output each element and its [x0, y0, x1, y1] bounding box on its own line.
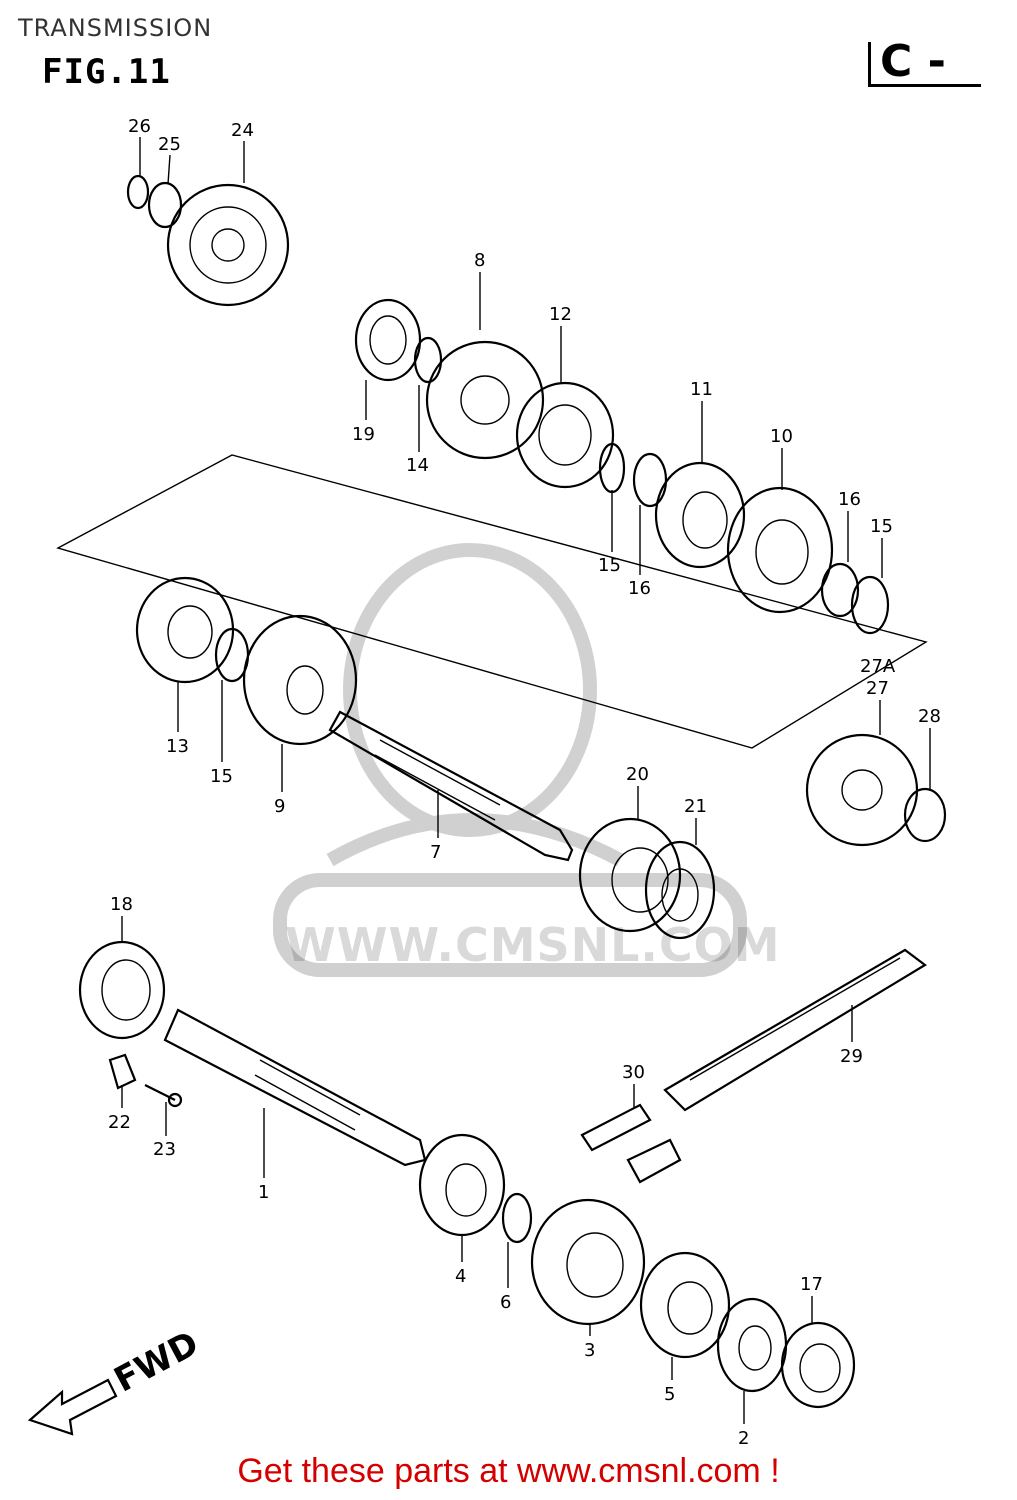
- part-12-gear: [515, 381, 615, 489]
- page-title: TRANSMISSION: [18, 14, 213, 42]
- part-8-gear: [425, 340, 545, 460]
- part-11-gear: [654, 461, 746, 569]
- part-6-circlip: [501, 1192, 533, 1244]
- part-21-seal: [644, 840, 716, 940]
- callout-19: 19: [352, 424, 375, 445]
- callout-15-upper: 15: [870, 516, 893, 537]
- callout-3: 3: [584, 1340, 595, 1361]
- callout-29: 29: [840, 1046, 863, 1067]
- callout-2: 2: [738, 1428, 749, 1449]
- callout-27A: 27A: [860, 656, 896, 677]
- callout-23: 23: [153, 1139, 176, 1160]
- part-1-shaft: [163, 1008, 427, 1167]
- part-5-gear: [639, 1251, 731, 1359]
- part-22-plate: [108, 1053, 137, 1090]
- callout-15-lower: 15: [210, 766, 233, 787]
- callout-12: 12: [549, 304, 572, 325]
- section-bracket: [868, 42, 981, 87]
- callout-21: 21: [684, 796, 707, 817]
- part-15-circlip: [598, 442, 626, 494]
- callout-11: 11: [690, 379, 713, 400]
- part-2-gear: [716, 1297, 788, 1393]
- part-29-chain: [663, 948, 927, 1112]
- part-27-sprocket: [805, 733, 919, 847]
- callout-18: 18: [110, 894, 133, 915]
- section-code: C -: [880, 36, 946, 87]
- callout-22: 22: [108, 1112, 131, 1133]
- callout-16-mid: 16: [628, 578, 651, 599]
- callout-5: 5: [664, 1384, 675, 1405]
- part-23-screw: [144, 1084, 183, 1108]
- part-14-washer: [413, 336, 443, 384]
- part-9-gear: [242, 614, 358, 746]
- fwd-arrow-icon: [27, 1378, 118, 1436]
- part-16-washer: [632, 452, 668, 508]
- part-4-gear: [418, 1133, 506, 1237]
- part-3-gear: [530, 1198, 646, 1326]
- callout-13: 13: [166, 736, 189, 757]
- watermark: WWW.CMSNL.COM: [285, 918, 781, 972]
- part-28-circlip: [903, 787, 947, 843]
- assembly-outline: [56, 454, 928, 749]
- callout-6: 6: [500, 1292, 511, 1313]
- callout-8: 8: [474, 250, 485, 271]
- part-16b-washer: [820, 562, 860, 618]
- part-30-chain-joint: [580, 1103, 682, 1184]
- callout-10: 10: [770, 426, 793, 447]
- callout-4: 4: [455, 1266, 466, 1287]
- callout-25: 25: [158, 134, 181, 155]
- callout-14: 14: [406, 455, 429, 476]
- part-20-bearing: [578, 817, 682, 933]
- callout-16-upper: 16: [838, 489, 861, 510]
- part-15b-circlip: [850, 575, 890, 635]
- watermark-logo: [273, 543, 747, 977]
- part-24-gear: [166, 183, 290, 307]
- callout-27: 27: [866, 678, 889, 699]
- callout-20: 20: [626, 764, 649, 785]
- callout-28: 28: [918, 706, 941, 727]
- callout-labels: 26 25 24 8 12 19 14 11 10 16 15 15 16 13…: [108, 116, 941, 1449]
- part-19-bearing: [354, 298, 422, 382]
- part-25-washer: [147, 181, 183, 229]
- callout-1: 1: [258, 1182, 269, 1203]
- callout-17: 17: [800, 1274, 823, 1295]
- callout-24: 24: [231, 120, 254, 141]
- part-17-bearing: [780, 1321, 856, 1409]
- callout-26: 26: [128, 116, 151, 137]
- part-10-gear: [726, 486, 834, 614]
- callout-9: 9: [274, 796, 285, 817]
- callout-7: 7: [430, 842, 441, 863]
- callout-30: 30: [622, 1062, 645, 1083]
- part-26-circlip: [126, 174, 150, 210]
- figure-label: FIG.11: [42, 52, 171, 92]
- callout-15-mid: 15: [598, 555, 621, 576]
- footer-parts-link[interactable]: Get these parts at www.cmsnl.com !: [237, 1452, 780, 1490]
- part-7-shaft: [328, 710, 574, 862]
- part-18-bearing: [78, 940, 166, 1040]
